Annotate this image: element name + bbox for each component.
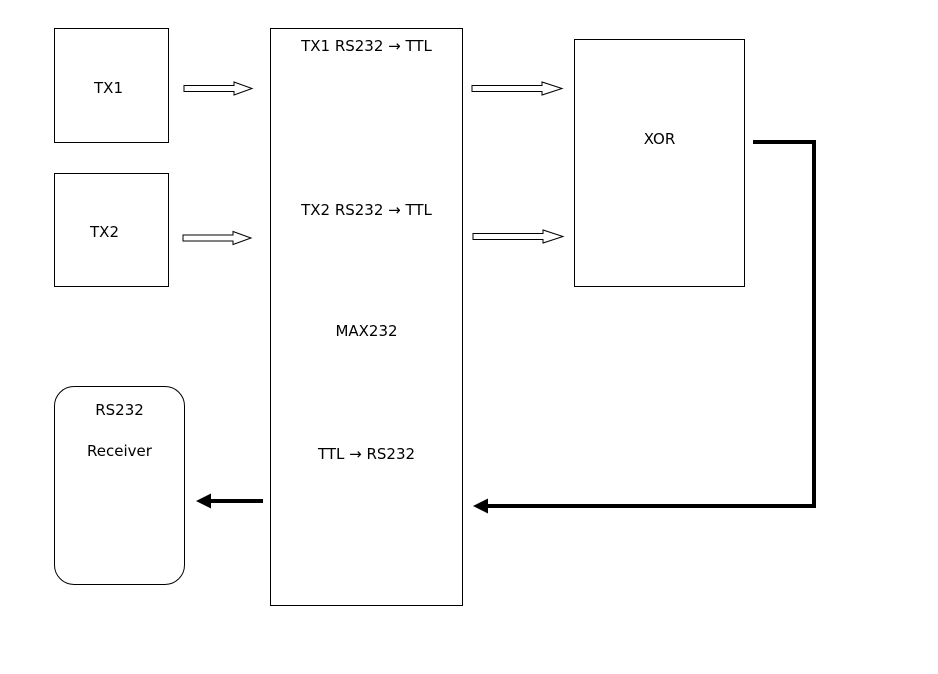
- rs232-receiver-block: RS232 Receiver: [54, 386, 185, 585]
- xor-block: XOR: [574, 39, 745, 287]
- hollow-arrow-tx1-to-max232: [183, 81, 254, 96]
- tx2-path-label: TX2 RS232 → TTL: [301, 201, 432, 219]
- output-arrowhead: [196, 493, 211, 509]
- tx2-block: TX2: [54, 173, 169, 287]
- feedback-line-xor-to-max232: [485, 140, 816, 508]
- receiver-label-line1: RS232: [95, 401, 144, 419]
- return-path-label: TTL → RS232: [317, 445, 416, 463]
- tx1-label: TX1: [94, 79, 123, 97]
- tx1-block: TX1: [54, 28, 169, 143]
- receiver-label-line2: Receiver: [87, 442, 152, 460]
- max232-block: TX1 RS232 → TTL TX2 RS232 → TTL MAX232 T…: [270, 28, 463, 606]
- hollow-arrow-max232-to-xor-lower: [472, 229, 565, 244]
- feedback-arrowhead: [473, 498, 488, 514]
- hollow-arrow-tx2-to-max232: [182, 230, 253, 246]
- max232-label: MAX232: [335, 322, 398, 340]
- tx1-path-label: TX1 RS232 → TTL: [301, 37, 432, 55]
- hollow-arrow-max232-to-xor-upper: [471, 81, 564, 96]
- xor-label: XOR: [643, 130, 676, 148]
- tx2-label: TX2: [90, 223, 119, 241]
